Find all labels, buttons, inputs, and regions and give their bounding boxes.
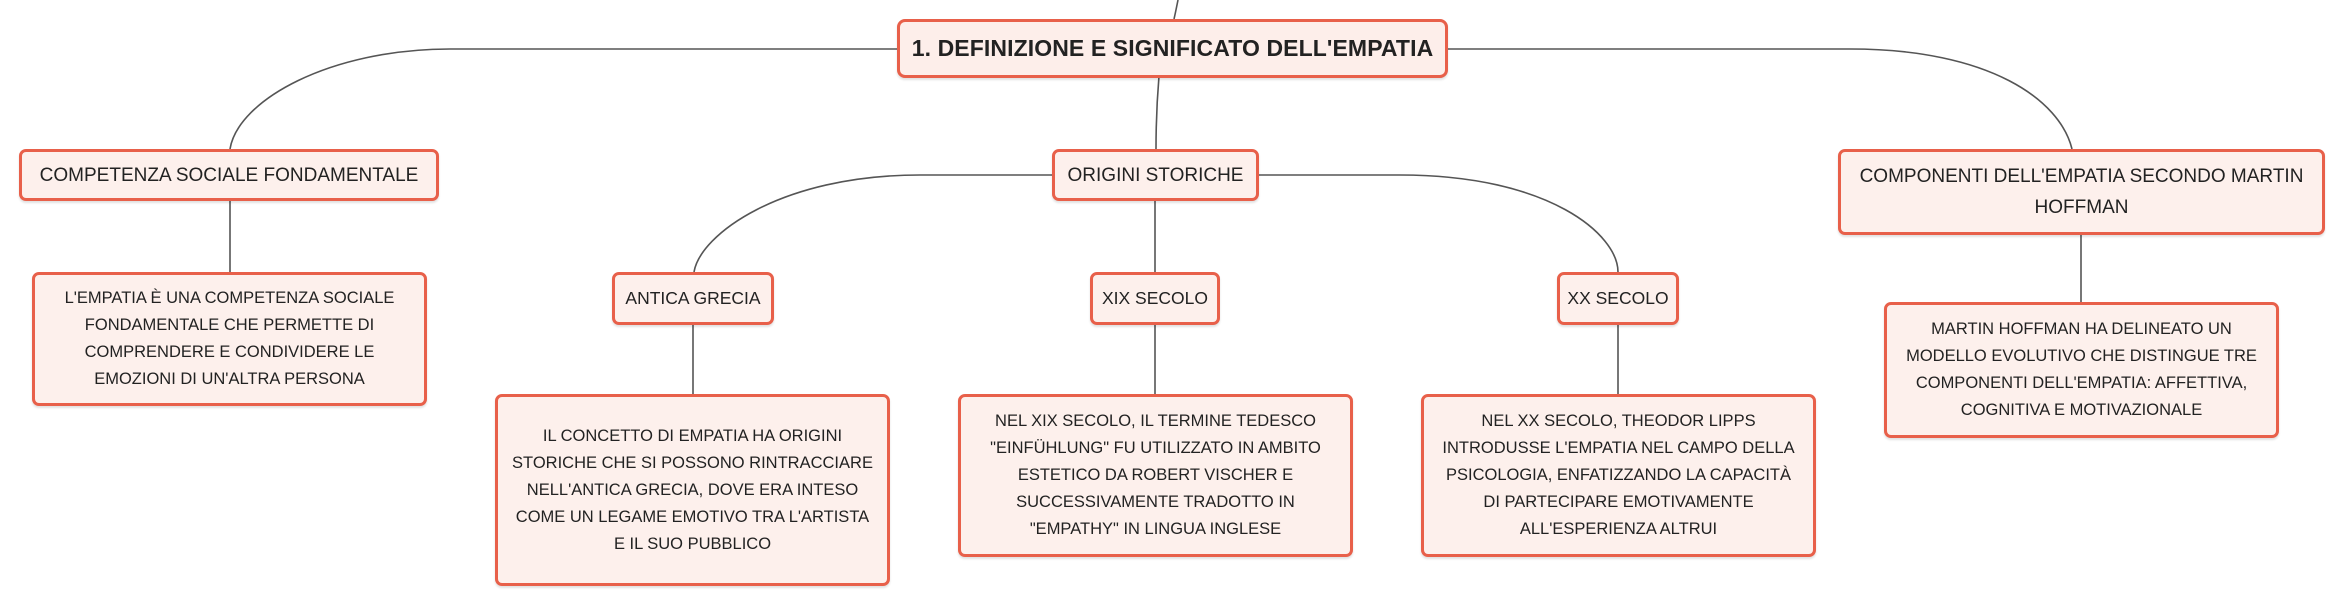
note-competenza-sociale-text: L'EMPATIA È UNA COMPETENZA SOCIALE FONDA… — [64, 289, 395, 388]
subtopic-xix-secolo-label: XIX SECOLO — [1101, 288, 1208, 308]
branch-componenti-hoffman[interactable]: COMPONENTI DELL'EMPATIA SECONDO MARTIN H… — [1838, 149, 2325, 235]
connector-line-root-to-componenti — [1446, 48, 2073, 150]
subtopic-xx-secolo[interactable]: XX SECOLO — [1557, 272, 1679, 325]
branch-competenza-sociale[interactable]: COMPETENZA SOCIALE FONDAMENTALE — [19, 149, 439, 201]
note-xix-secolo[interactable]: NEL XIX SECOLO, IL TERMINE TEDESCO "EINF… — [958, 394, 1353, 557]
subtopic-xx-secolo-label: XX SECOLO — [1567, 288, 1669, 308]
note-componenti-hoffman-text: MARTIN HOFFMAN HA DELINEATO UN MODELLO E… — [1906, 320, 2257, 419]
connector-line-origini-to-xx — [1259, 174, 1619, 273]
note-antica-grecia-text: IL CONCETTO DI EMPATIA HA ORIGINI STORIC… — [512, 426, 873, 553]
branch-competenza-sociale-label: COMPETENZA SOCIALE FONDAMENTALE — [39, 164, 419, 186]
subtopic-xix-secolo[interactable]: XIX SECOLO — [1090, 272, 1220, 325]
connector-line-root-to-origini — [1155, 75, 1160, 150]
connector-line-origini-to-grecia — [693, 174, 1052, 273]
note-xx-secolo-text: NEL XX SECOLO, THEODOR LIPPS INTRODUSSE … — [1442, 412, 1795, 538]
branch-componenti-hoffman-label: COMPONENTI DELL'EMPATIA SECONDO MARTIN H… — [1859, 166, 2304, 218]
note-antica-grecia[interactable]: IL CONCETTO DI EMPATIA HA ORIGINI STORIC… — [495, 394, 890, 586]
connector-line-root-to-competenza — [229, 48, 899, 150]
root-topic-label: 1. DEFINIZIONE E SIGNIFICATO DELL'EMPATI… — [911, 35, 1434, 61]
branch-origini-storiche[interactable]: ORIGINI STORICHE — [1052, 149, 1259, 201]
note-xx-secolo[interactable]: NEL XX SECOLO, THEODOR LIPPS INTRODUSSE … — [1421, 394, 1816, 557]
note-componenti-hoffman[interactable]: MARTIN HOFFMAN HA DELINEATO UN MODELLO E… — [1884, 302, 2279, 438]
branch-origini-storiche-label: ORIGINI STORICHE — [1067, 164, 1244, 186]
root-topic[interactable]: 1. DEFINIZIONE E SIGNIFICATO DELL'EMPATI… — [897, 19, 1448, 78]
subtopic-antica-grecia-label: ANTICA GRECIA — [625, 288, 761, 308]
note-xix-secolo-text: NEL XIX SECOLO, IL TERMINE TEDESCO "EINF… — [990, 412, 1321, 538]
note-competenza-sociale[interactable]: L'EMPATIA È UNA COMPETENZA SOCIALE FONDA… — [32, 272, 427, 406]
connector-line-incoming — [1173, 0, 1179, 20]
subtopic-antica-grecia[interactable]: ANTICA GRECIA — [612, 272, 774, 325]
